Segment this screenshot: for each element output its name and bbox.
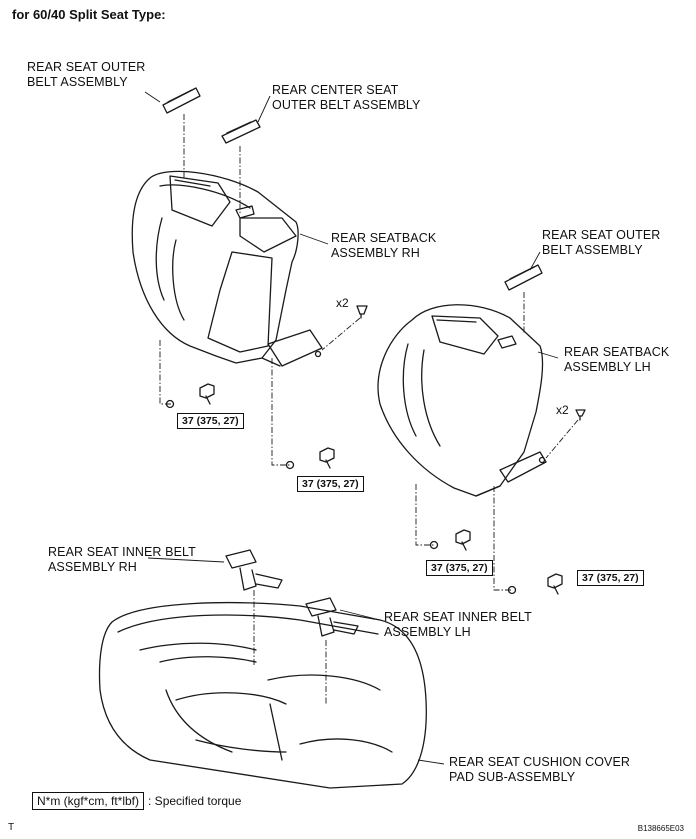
label-outer-belt-rh: REAR SEAT OUTER BELT ASSEMBLY: [27, 60, 146, 89]
torque-spec-1: 37 (375, 27): [177, 413, 244, 429]
diagram-title: for 60/40 Split Seat Type:: [12, 7, 166, 22]
outer-belt-rh-part: [162, 87, 201, 114]
label-inner-belt-rh: REAR SEAT INNER BELT ASSEMBLY RH: [48, 545, 196, 574]
torque-spec-4: 37 (375, 27): [577, 570, 644, 586]
corner-mark: T: [8, 822, 15, 833]
label-seatback-rh: REAR SEATBACK ASSEMBLY RH: [331, 231, 437, 260]
bolts: [199, 383, 563, 595]
center-belt-part: [221, 119, 261, 144]
label-seatback-lh: REAR SEATBACK ASSEMBLY LH: [564, 345, 670, 374]
outer-belt-lh-part: [504, 264, 543, 291]
seatback-lh-part: [377, 304, 547, 497]
legend-unit-box: N*m (kgf*cm, ft*lbf): [32, 792, 145, 810]
inner-belt-lh-part: [305, 597, 359, 637]
quantity-rh: x2: [336, 296, 349, 310]
legend-description: : Specified torque: [148, 794, 242, 808]
legend: N*m (kgf*cm, ft*lbf) : Specified torque: [32, 792, 241, 810]
torque-spec-3: 37 (375, 27): [426, 560, 493, 576]
label-cushion: REAR SEAT CUSHION COVER PAD SUB-ASSEMBLY: [449, 755, 631, 784]
inner-belt-rh-part: [225, 549, 283, 591]
quantity-lh: x2: [556, 403, 569, 417]
figure-code: B138665E03: [637, 824, 684, 833]
seatback-rh-part: [131, 170, 323, 367]
label-inner-belt-lh: REAR SEAT INNER BELT ASSEMBLY LH: [384, 610, 532, 639]
cushion-part: [98, 601, 427, 789]
torque-spec-2: 37 (375, 27): [297, 476, 364, 492]
label-outer-belt-lh: REAR SEAT OUTER BELT ASSEMBLY: [542, 228, 661, 257]
label-center-belt: REAR CENTER SEAT OUTER BELT ASSEMBLY: [272, 83, 421, 112]
